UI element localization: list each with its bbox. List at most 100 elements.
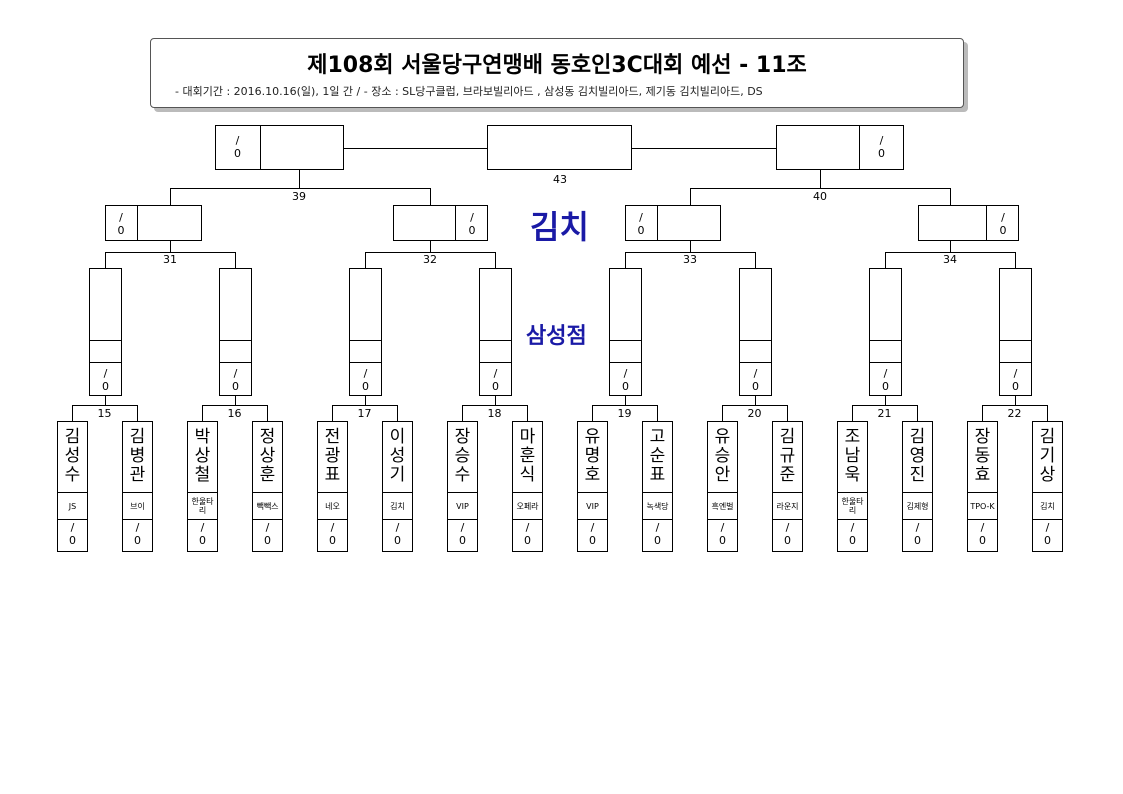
cell-divider <box>137 205 138 241</box>
bracket-line <box>950 241 951 252</box>
cell-divider <box>89 340 122 341</box>
player-name: 고순표 <box>649 427 666 485</box>
cell-divider <box>252 519 283 520</box>
bracket-line <box>755 396 756 405</box>
bracket-line <box>397 405 398 421</box>
player-card <box>837 421 868 552</box>
round2-score: /0 <box>102 367 109 393</box>
bracket-line <box>105 396 106 405</box>
bracket-line <box>344 148 487 149</box>
cell-divider <box>1032 492 1063 493</box>
player-score: /0 <box>264 521 271 547</box>
player-name: 유승안 <box>714 427 731 485</box>
cell-divider <box>349 340 382 341</box>
semifinal-score: /0 <box>878 134 885 160</box>
cell-divider <box>317 492 348 493</box>
player-card <box>902 421 933 552</box>
player-club: 녹색당 <box>646 501 669 511</box>
player-score: /0 <box>654 521 661 547</box>
player-name: 정상훈 <box>259 427 276 485</box>
bracket-line <box>787 405 788 421</box>
match-number: 40 <box>813 190 827 203</box>
bracket-line <box>105 252 106 268</box>
player-name: 장동효 <box>974 427 991 485</box>
cell-divider <box>642 492 673 493</box>
player-score: /0 <box>914 521 921 547</box>
round3-card <box>105 205 202 241</box>
player-score: /0 <box>329 521 336 547</box>
round2-card <box>219 268 252 396</box>
cell-divider <box>382 519 413 520</box>
page-subtitle: - 대회기간 : 2016.10.16(일), 1일 간 / - 장소 : SL… <box>175 85 763 98</box>
bracket-line <box>202 405 267 406</box>
round3-card <box>625 205 721 241</box>
cell-divider <box>902 492 933 493</box>
bracket-line <box>657 405 658 421</box>
player-club: VIP <box>456 501 469 511</box>
bracket-line <box>430 241 431 252</box>
cell-divider <box>609 340 642 341</box>
cell-divider <box>577 492 608 493</box>
bracket-line <box>625 252 755 253</box>
bracket-line <box>950 188 951 205</box>
player-name: 김성수 <box>64 427 81 485</box>
cell-divider <box>447 519 478 520</box>
bracket-line <box>72 405 137 406</box>
player-club: 라운지 <box>776 501 799 511</box>
bracket-line <box>72 405 73 421</box>
player-club: 브이 <box>130 501 145 511</box>
bracket-line <box>885 252 1015 253</box>
bracket-line <box>592 405 657 406</box>
cell-divider <box>859 125 860 170</box>
cell-divider <box>187 519 218 520</box>
round3-card <box>918 205 1019 241</box>
round3-score: /0 <box>999 211 1007 237</box>
cell-divider <box>772 519 803 520</box>
cell-divider <box>986 205 987 241</box>
bracket-line <box>690 241 691 252</box>
player-club: 오페라 <box>516 501 539 511</box>
cell-divider <box>219 340 252 341</box>
player-name: 박상철 <box>194 427 211 485</box>
player-card <box>317 421 348 552</box>
player-card <box>187 421 218 552</box>
match-number: 19 <box>617 407 632 420</box>
player-card <box>642 421 673 552</box>
player-club: 흑엔벌 <box>711 501 734 511</box>
bracket-line <box>495 396 496 405</box>
round3-score: /0 <box>117 211 125 237</box>
player-score: /0 <box>979 521 986 547</box>
bracket-line <box>495 252 496 268</box>
player-card <box>252 421 283 552</box>
player-club: 빽빽스 <box>256 501 279 511</box>
player-score: /0 <box>784 521 791 547</box>
cell-divider <box>837 492 868 493</box>
player-score: /0 <box>199 521 206 547</box>
match-number: 22 <box>1007 407 1022 420</box>
cell-divider <box>447 492 478 493</box>
player-score: /0 <box>459 521 466 547</box>
cell-divider <box>512 519 543 520</box>
player-card <box>1032 421 1063 552</box>
player-club: VIP <box>586 501 599 511</box>
player-club: 한울타리 <box>191 497 214 515</box>
cell-divider <box>187 492 218 493</box>
bracket-line <box>332 405 397 406</box>
round2-score: /0 <box>1012 367 1019 393</box>
round3-card <box>393 205 488 241</box>
final-card <box>487 125 632 170</box>
bracket-line <box>755 252 756 268</box>
bracket-line <box>170 188 430 189</box>
bracket-line <box>690 188 691 205</box>
player-card <box>512 421 543 552</box>
match-number: 16 <box>227 407 242 420</box>
cell-divider <box>869 340 902 341</box>
bracket-line <box>105 252 235 253</box>
bracket-line <box>1015 396 1016 405</box>
player-name: 김규준 <box>779 427 796 485</box>
player-score: /0 <box>134 521 141 547</box>
player-name: 김영진 <box>909 427 926 485</box>
bracket-line <box>365 252 366 268</box>
cell-divider <box>512 492 543 493</box>
match-number: 18 <box>487 407 502 420</box>
